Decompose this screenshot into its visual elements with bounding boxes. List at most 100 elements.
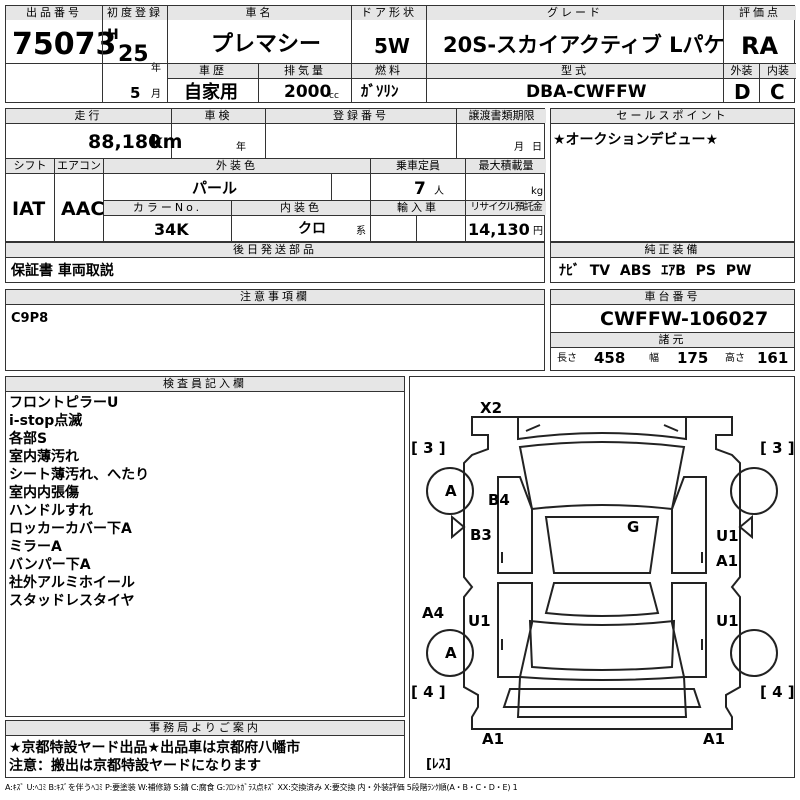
score-label: 評価点 bbox=[724, 6, 796, 20]
int-label: 内装 bbox=[760, 64, 796, 78]
seats: 7 bbox=[414, 179, 426, 199]
sales-text: ★オークションデビュー★ bbox=[553, 132, 719, 148]
height-label: 高さ bbox=[725, 353, 745, 364]
ac-label: エアコン bbox=[55, 159, 103, 173]
tread-rl: [ 4 ] bbox=[411, 683, 446, 701]
inspector-line: 各部S bbox=[9, 431, 48, 447]
tread-fl: [ 3 ] bbox=[411, 439, 446, 457]
inspector-line: シート薄汚れ、へたり bbox=[9, 467, 150, 483]
legend: A:ｷｽﾞ U:ﾍｺﾐ B:ｷｽﾞを伴うﾍｺﾐ P:要塗装 W:補修跡 S:錆 … bbox=[5, 783, 518, 792]
grade-label: グレード bbox=[427, 6, 723, 20]
load-unit: kg bbox=[531, 186, 544, 197]
mark-u1-left: U1 bbox=[468, 612, 491, 630]
inspection-label: 車検 bbox=[172, 109, 265, 123]
fuel: ｶﾞｿﾘﾝ bbox=[361, 82, 399, 100]
mark-g: G bbox=[627, 518, 640, 536]
damage-diagram: X2 [ 3 ] [ 3 ] A B4 B3 G U1 A1 A4 U1 U1 … bbox=[409, 376, 795, 778]
door-label: ドア形状 bbox=[352, 6, 426, 20]
mark-u1-right: U1 bbox=[716, 612, 739, 630]
chassis-box: 車台番号 CWFFW-106027 諸元 長さ 458 幅 175 高さ 161 bbox=[550, 289, 795, 371]
import-label: 輸入車 bbox=[371, 201, 465, 215]
later-parts-box: 後日発送部品 保証書 車両取説 bbox=[5, 242, 545, 283]
colorno-label: カラーNo. bbox=[104, 201, 231, 215]
inspector-line: バンパー下A bbox=[9, 557, 91, 573]
first-reg-label: 初度登録 bbox=[103, 6, 167, 20]
model-code: DBA-CWFFW bbox=[526, 82, 647, 102]
history-label: 車歴 bbox=[168, 64, 258, 78]
shift: IAT bbox=[12, 198, 46, 220]
later-parts-label: 後日発送部品 bbox=[6, 243, 544, 257]
interior-unit: 系 bbox=[356, 226, 366, 237]
reg-month: 5 bbox=[130, 84, 141, 102]
car-name: プレマシー bbox=[211, 32, 322, 57]
equipment-box: 純正装備 ﾅﾋﾞ TV ABS ｴｱB PS PW bbox=[550, 242, 795, 283]
width: 175 bbox=[677, 349, 709, 367]
vehicle-info-table: 走行 車検 登録番号 譲渡書類期限 88,180 km 年 月 日 月 シフト … bbox=[5, 108, 546, 242]
mileage-unit: km bbox=[150, 131, 183, 153]
model-label: 型式 bbox=[427, 64, 723, 78]
inspector-line: ハンドルすれ bbox=[9, 503, 93, 519]
header-table: 出品番号 75073 初度登録 H 25 年 5 月 車名 プレマシー 車歴 排… bbox=[5, 5, 796, 104]
transfer-day-unit: 日 bbox=[532, 142, 542, 153]
reg-year: 25 bbox=[118, 42, 149, 67]
int-grade: C bbox=[770, 80, 785, 104]
load-label: 最大積載量 bbox=[466, 159, 546, 173]
office-line1: ★京都特設ヤード出品★出品車は京都府八幡市 bbox=[9, 740, 301, 756]
inspector-line: 室内薄汚れ bbox=[9, 449, 79, 465]
car-outline bbox=[426, 416, 778, 730]
recycle: 14,130 bbox=[468, 220, 530, 239]
era: H bbox=[107, 27, 119, 43]
equipment-label: 純正装備 bbox=[551, 243, 794, 257]
chassis-label: 車台番号 bbox=[551, 290, 794, 304]
notes-box: 注意事項欄 C9P8 bbox=[5, 289, 545, 371]
mark-x2: X2 bbox=[480, 399, 503, 417]
tread-rr: [ 4 ] bbox=[760, 683, 795, 701]
office-box: 事務局よりご案内 ★京都特設ヤード出品★出品車は京都府八幡市 注意：搬出は京都特… bbox=[5, 720, 405, 778]
height: 161 bbox=[757, 349, 789, 367]
reg-month-unit: 月 bbox=[151, 89, 161, 100]
mark-b3: B3 bbox=[470, 526, 492, 544]
spare-tire: [ﾚｽ] bbox=[426, 757, 451, 772]
sales-label: セールスポイント bbox=[551, 109, 794, 123]
mark-a1-bottom-left: A1 bbox=[482, 730, 505, 748]
transfer-month-unit: 月 bbox=[514, 142, 524, 153]
tread-fr: [ 3 ] bbox=[760, 439, 795, 457]
ac: AAC bbox=[61, 198, 105, 220]
notes-label: 注意事項欄 bbox=[6, 290, 544, 304]
mileage-label: 走行 bbox=[6, 109, 171, 123]
inspector-line: ミラーA bbox=[9, 539, 62, 555]
mark-b4: B4 bbox=[488, 491, 510, 509]
lot-number: 75073 bbox=[12, 27, 117, 62]
interior: クロ bbox=[298, 221, 326, 237]
inspector-line: ロッカーカバー下A bbox=[9, 521, 132, 537]
length-label: 長さ bbox=[557, 353, 577, 364]
mark-wheel-a-bottom: A bbox=[445, 644, 457, 662]
seats-unit: 人 bbox=[434, 186, 444, 197]
displacement-label: 排気量 bbox=[259, 64, 351, 78]
equipment-text: ﾅﾋﾞ TV ABS ｴｱB PS PW bbox=[559, 263, 752, 279]
mark-a1-bottom-right: A1 bbox=[703, 730, 726, 748]
office-label: 事務局よりご案内 bbox=[6, 721, 404, 735]
lot-label: 出品番号 bbox=[6, 6, 102, 20]
office-line2: 注意：搬出は京都特設ヤードになります bbox=[9, 758, 261, 774]
inspector-line: スタッドレスタイヤ bbox=[9, 593, 135, 609]
mark-a1-right: A1 bbox=[716, 552, 739, 570]
inspector-line: 社外アルミホイール bbox=[9, 575, 135, 591]
inspector-line: i-stop点滅 bbox=[9, 413, 83, 429]
recycle-label: リサイクル預託金 bbox=[466, 201, 546, 215]
chassis-number: CWFFW-106027 bbox=[600, 308, 769, 330]
length: 458 bbox=[594, 349, 626, 367]
car-name-label: 車名 bbox=[168, 6, 351, 20]
width-label: 幅 bbox=[649, 353, 659, 364]
seats-label: 乗車定員 bbox=[371, 159, 465, 173]
color: パール bbox=[192, 179, 238, 197]
notes-text: C9P8 bbox=[11, 311, 49, 326]
score: RA bbox=[741, 32, 779, 60]
grade: 20S-スカイアクティブ Lパケ bbox=[443, 33, 725, 57]
interior-label: 内装色 bbox=[232, 201, 370, 215]
displacement-unit: cc bbox=[329, 91, 339, 101]
door: 5W bbox=[374, 34, 410, 58]
regno-label: 登録番号 bbox=[266, 109, 456, 123]
recycle-unit: 円 bbox=[533, 226, 543, 237]
